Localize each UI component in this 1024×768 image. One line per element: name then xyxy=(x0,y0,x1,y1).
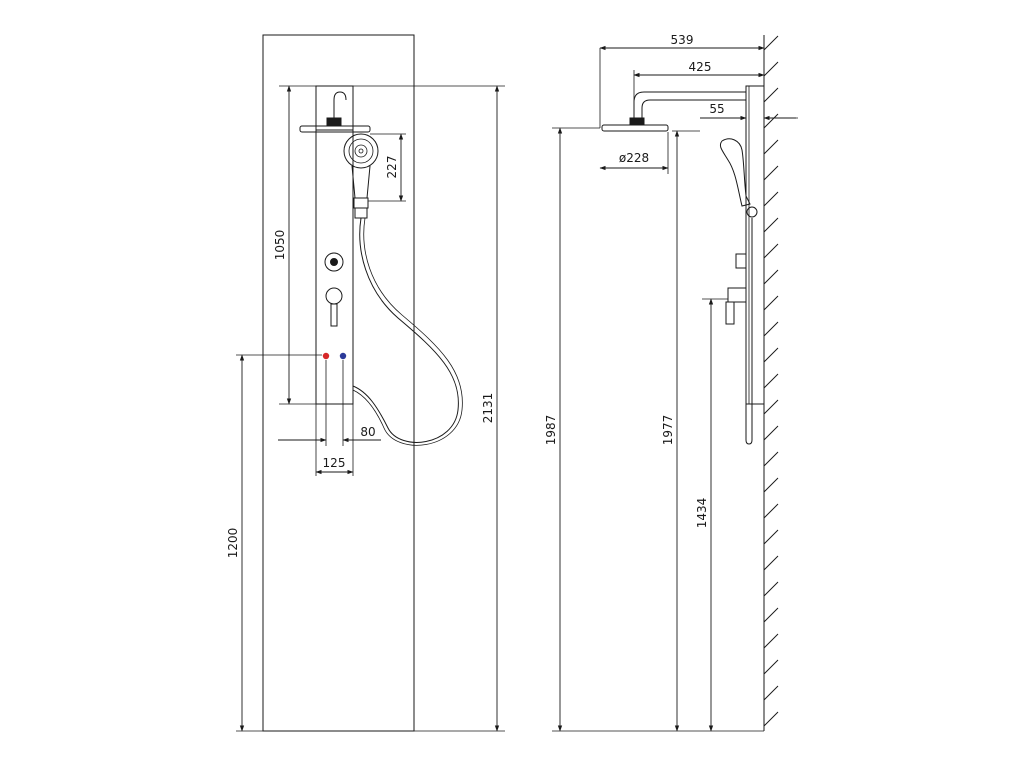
dim-label-425: 425 xyxy=(689,60,712,74)
shower-column xyxy=(315,85,354,405)
front-view: 1050 227 1200 2131 80 125 xyxy=(226,34,505,732)
shower-head-connector xyxy=(326,117,342,127)
hand-shower-side-icon xyxy=(719,138,751,207)
dim-label-1987: 1987 xyxy=(544,415,558,446)
diverter-knob-icon xyxy=(324,252,344,272)
shower-head-connector-side xyxy=(629,117,645,126)
dim-label-1434: 1434 xyxy=(695,498,709,529)
hot-inlet-indicator xyxy=(322,352,330,360)
hand-shower-holder xyxy=(354,207,368,219)
dim-label-227: 227 xyxy=(385,156,399,179)
shower-arm-front xyxy=(333,91,347,118)
shower-head-front xyxy=(299,125,371,133)
hand-shower-icon xyxy=(343,133,379,209)
wall-hatching xyxy=(763,35,779,727)
diverter-side-icon xyxy=(735,253,747,269)
dim-label-2131: 2131 xyxy=(481,393,495,424)
shower-hose-inner xyxy=(352,217,463,446)
mixer-lever-icon xyxy=(325,287,343,327)
wall-panel xyxy=(262,34,415,732)
shower-arm-side xyxy=(633,91,746,118)
dim-label-80: 80 xyxy=(360,425,375,439)
side-view: 539 425 55 ø228 1987 1977 1434 xyxy=(544,33,798,732)
dim-label-1977: 1977 xyxy=(661,415,675,446)
mixer-side-icon xyxy=(725,287,747,325)
dim-label-55: 55 xyxy=(709,102,724,116)
dim-label-539: 539 xyxy=(671,33,694,47)
dim-label-1200: 1200 xyxy=(226,528,240,559)
dim-label-1050: 1050 xyxy=(273,230,287,261)
dim-label-125: 125 xyxy=(323,456,346,470)
holder-side-icon xyxy=(746,206,758,218)
cold-inlet-indicator xyxy=(339,352,347,360)
dim-label-228: ø228 xyxy=(619,151,649,165)
shower-hose xyxy=(352,217,459,443)
shower-head-side xyxy=(601,124,669,132)
